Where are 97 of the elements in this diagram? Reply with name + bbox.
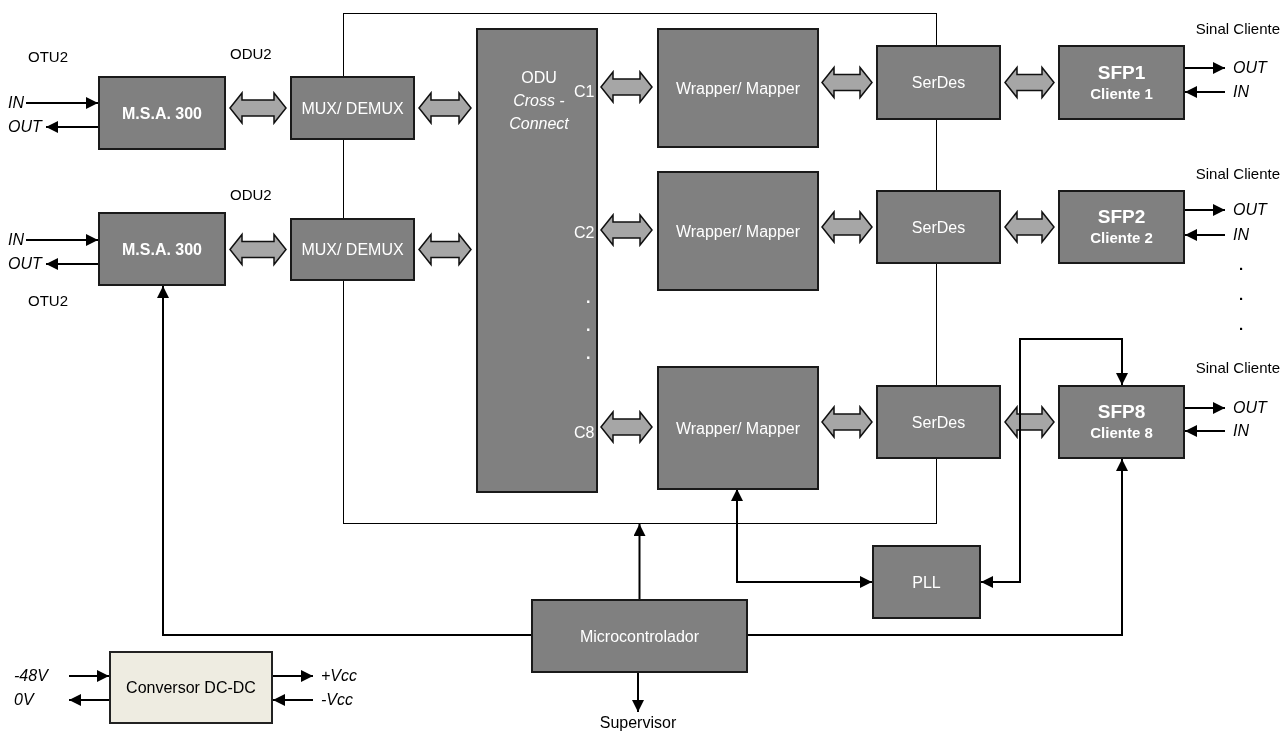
signal-label: -Vcc: [313, 689, 373, 711]
signal-label: OUT: [1225, 57, 1282, 79]
arrow: [68, 670, 110, 682]
arrow: [1184, 204, 1226, 216]
block-arrow: [418, 232, 472, 267]
box-label: SFP1: [1096, 61, 1147, 83]
signal-label: IN: [1225, 420, 1282, 442]
box-label: Cliente 2: [1089, 228, 1154, 248]
arrow: [25, 234, 99, 246]
arrow: [1184, 86, 1226, 98]
block-arrow: [821, 65, 873, 100]
module-box: [98, 212, 226, 286]
box-label: Wrapper/ Mapper: [674, 78, 802, 99]
signal-label: IN: [8, 229, 26, 251]
block-arrow: [1004, 209, 1055, 245]
box-label: M.S.A. 300: [121, 239, 203, 260]
signal-label: OTU2: [28, 291, 68, 311]
process-box: [876, 190, 1001, 264]
process-box: [657, 171, 819, 291]
process-box: [872, 545, 981, 619]
box-label: Wrapper/ Mapper: [674, 418, 802, 439]
signal-label: Sinal Cliente: [1194, 358, 1280, 378]
box-label: Conversor DC-DC: [125, 678, 257, 698]
arrow: [1184, 425, 1226, 437]
transceiver-box: [1058, 190, 1185, 264]
arrow: [272, 694, 314, 706]
arrow: [1184, 62, 1226, 74]
double-arrow: [980, 338, 1128, 588]
arrow: [1184, 229, 1226, 241]
box-label: Cliente 8: [1089, 423, 1154, 443]
signal-label: OUT: [1225, 199, 1282, 221]
block-arrow: [600, 409, 653, 445]
port-label: C1: [574, 82, 595, 102]
module-box: [98, 76, 226, 150]
block-arrow: [1004, 404, 1055, 440]
box-label: Microcontrolador: [578, 626, 701, 647]
box-label: PLL: [911, 572, 942, 593]
process-box: [657, 28, 819, 148]
signal-label: OTU2: [28, 47, 68, 67]
process-box: [531, 599, 748, 673]
double-arrow: [731, 488, 873, 588]
arrow: [157, 285, 532, 636]
box-label: SFP2: [1096, 206, 1147, 227]
arrow: [1184, 402, 1226, 414]
output-label: Supervisor: [580, 712, 696, 734]
block-arrow: [229, 90, 287, 126]
box-label: SerDes: [910, 217, 967, 238]
arrow: [45, 258, 99, 270]
port-label: C8: [574, 423, 595, 443]
arrow: [632, 672, 644, 713]
arrow: [272, 670, 314, 682]
signal-label: ODU2: [230, 44, 272, 64]
converter-box: [109, 651, 273, 724]
arrow: [633, 523, 646, 600]
box-label: SerDes: [910, 412, 967, 433]
box-label: SerDes: [910, 73, 967, 93]
transceiver-box: [1058, 385, 1185, 459]
block-arrow: [600, 212, 653, 248]
block-arrow: [821, 209, 873, 245]
ellipsis-dots: . . .: [1239, 255, 1245, 335]
signal-label: Sinal Cliente: [1194, 19, 1280, 39]
cross-connect-box: [476, 28, 598, 493]
signal-label: IN: [1225, 81, 1282, 103]
block-arrow: [821, 404, 873, 440]
box-label: M.S.A. 300: [121, 103, 203, 124]
arrow: [25, 97, 99, 109]
box-label: MUX/ DEMUX: [300, 240, 405, 260]
box-label: MUX/ DEMUX: [300, 98, 405, 119]
process-box: [657, 366, 819, 490]
port-label: C2: [574, 223, 595, 243]
transceiver-box: [1058, 45, 1185, 120]
arrow: [45, 121, 99, 133]
box-label: ODU Cross - Connect: [508, 68, 570, 134]
signal-label: Sinal Cliente: [1194, 164, 1280, 184]
process-box: [876, 385, 1001, 459]
block-arrow: [418, 90, 472, 126]
process-box: [290, 76, 415, 140]
ellipsis-dots: . . .: [586, 288, 592, 364]
process-box: [290, 218, 415, 281]
block-arrow: [1004, 65, 1055, 100]
arrow: [747, 458, 1128, 636]
signal-label: -48V: [14, 665, 69, 687]
box-label: Wrapper/ Mapper: [674, 221, 802, 242]
signal-label: OUT: [8, 116, 46, 138]
block-arrow: [600, 69, 653, 105]
box-label: SFP8: [1096, 401, 1147, 422]
process-box: [876, 45, 1001, 120]
signal-label: ODU2: [230, 185, 272, 205]
box-label: Cliente 1: [1089, 83, 1154, 104]
block-arrow: [229, 232, 287, 267]
signal-label: OUT: [8, 253, 46, 275]
signal-label: 0V: [14, 689, 69, 711]
arrow: [68, 694, 110, 706]
signal-label: OUT: [1225, 397, 1282, 419]
signal-label: IN: [1225, 224, 1282, 246]
signal-label: +Vcc: [313, 665, 373, 687]
signal-label: IN: [8, 92, 26, 114]
